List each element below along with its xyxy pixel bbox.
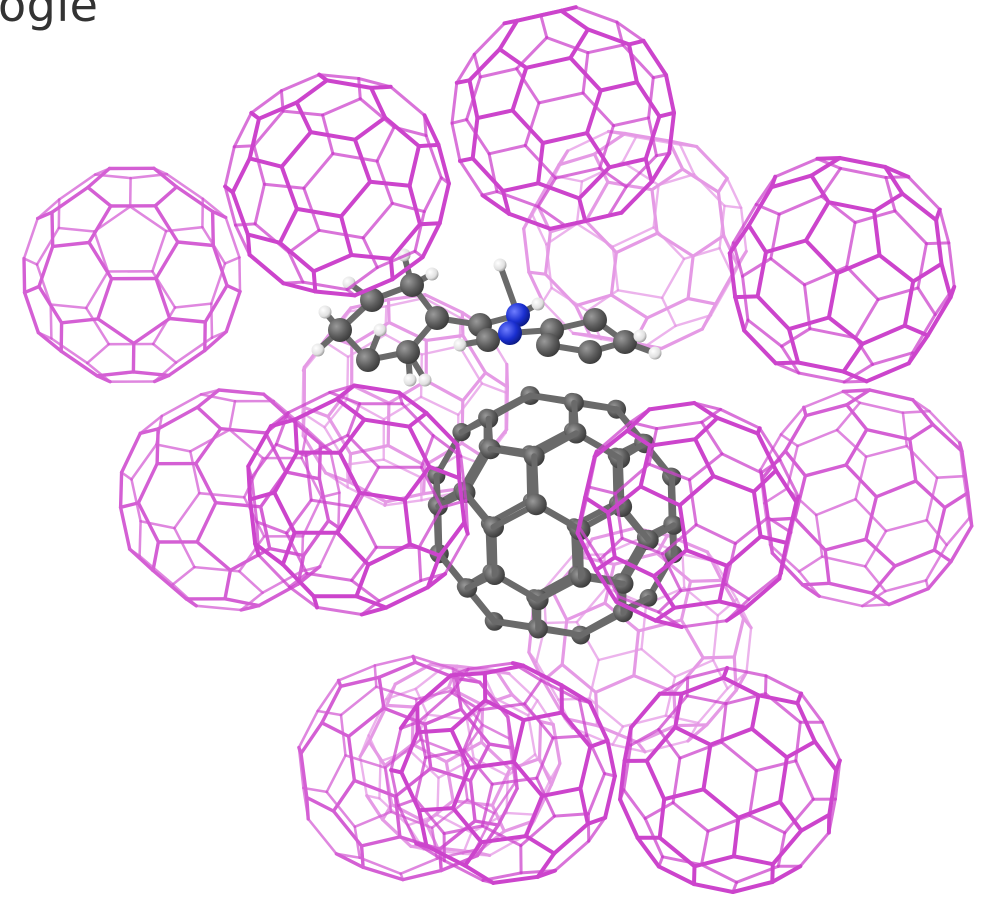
fullerene-cage-2 — [223, 72, 451, 298]
carbon-atom — [360, 288, 384, 312]
hydrogen-atom — [453, 338, 467, 352]
hydrogen-atom — [633, 329, 647, 343]
hydrogen-atom — [311, 343, 325, 357]
fullerene-cage-back-1 — [522, 129, 748, 351]
nitrogen-atom — [506, 303, 530, 327]
fullerene-cage-4 — [727, 156, 957, 384]
hydrogen-atom — [318, 305, 332, 319]
caption-text: ogie — [0, 0, 99, 32]
hydrogen-atom — [373, 323, 387, 337]
fullerene-cage-8 — [575, 401, 801, 629]
carbon-atom — [578, 340, 602, 364]
carbon-atom — [583, 308, 607, 332]
fullerene-cage-6 — [246, 383, 470, 617]
fullerene-cage-10 — [389, 661, 617, 885]
front-fullerene-cages — [22, 5, 974, 894]
carbon-atom — [396, 340, 420, 364]
fullerene-cage-1 — [22, 166, 242, 384]
carbon-atom — [400, 273, 424, 297]
carbon-atom — [328, 318, 352, 342]
carbon-atom — [476, 328, 500, 352]
central-fullerene-cluster — [427, 386, 684, 645]
nitrogen-atom — [498, 321, 522, 345]
carbon-atom — [536, 333, 560, 357]
carbon-atom — [356, 348, 380, 372]
fullerene-cage-5 — [118, 388, 341, 612]
carbon-atom — [425, 306, 449, 330]
hydrogen-atom — [403, 373, 417, 387]
hydrogen-atom — [648, 346, 662, 360]
fullerene-cage-7 — [758, 388, 974, 608]
hydrogen-atom — [418, 373, 432, 387]
central-carbon-cage — [427, 386, 684, 645]
organic-molecule — [311, 248, 662, 387]
hydrogen-atom — [531, 297, 545, 311]
fullerene-cage-3 — [450, 5, 676, 231]
hydrogen-atom — [425, 267, 439, 281]
carbon-atom — [525, 493, 547, 516]
fullerene-cage-11 — [618, 666, 842, 894]
hydrogen-atom — [493, 258, 507, 272]
carbon-atom — [613, 330, 637, 354]
